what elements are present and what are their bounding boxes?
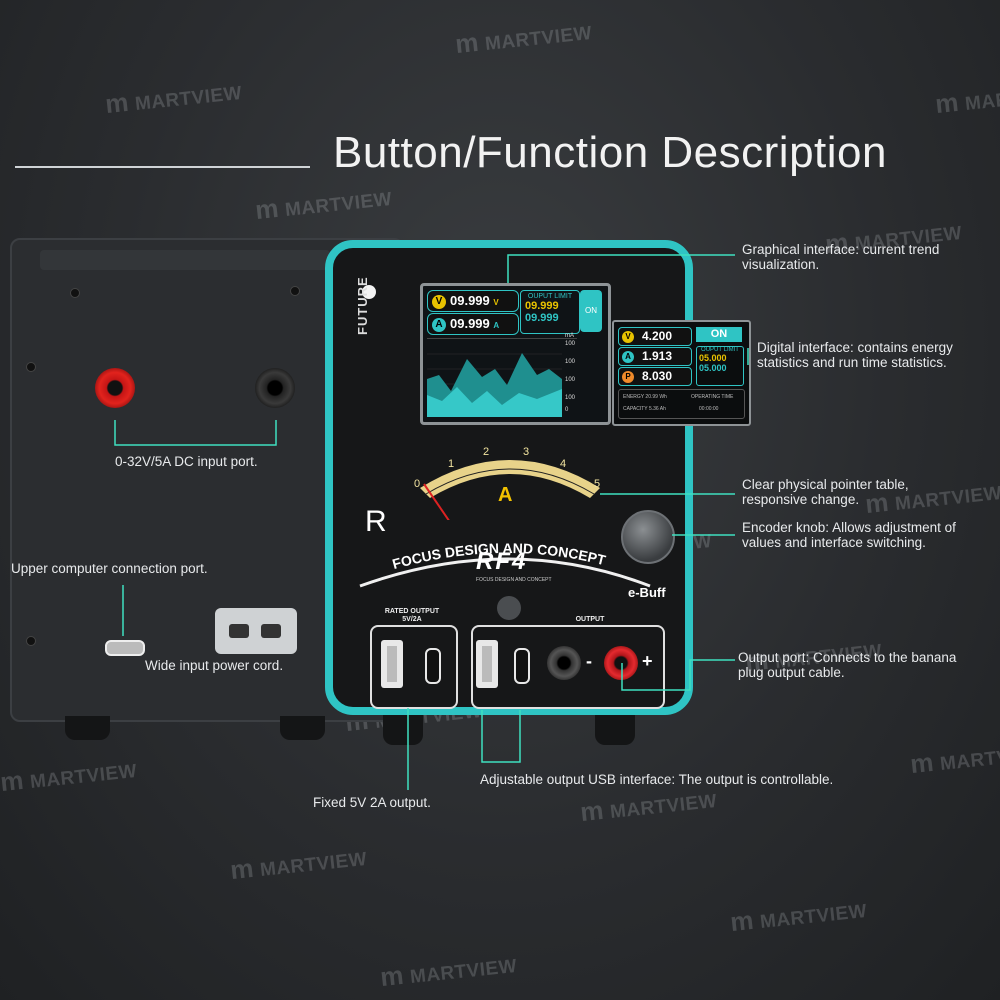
screw bbox=[70, 288, 80, 298]
output-label: OUTPUT bbox=[575, 616, 605, 623]
rear-panel-top-strip bbox=[40, 250, 330, 270]
adjustable-usba-port[interactable] bbox=[476, 640, 498, 688]
plus-sign: + bbox=[642, 651, 653, 671]
digital-energy-stats: ENERGY 20.99 Wh CAPACITY 5.36 Ah OPERATI… bbox=[618, 389, 745, 419]
indicator-dot bbox=[362, 285, 376, 299]
rated-output-box bbox=[370, 625, 458, 709]
series-label: e-Buff bbox=[628, 585, 666, 600]
current-icon: A bbox=[622, 350, 634, 363]
pointer-gauge: 0 1 2 3 4 5 A bbox=[410, 440, 610, 520]
screen-output-limit: OUPUT LIMIT 09.999 09.999 bbox=[520, 290, 580, 334]
screw bbox=[26, 362, 36, 372]
fixed-usba-port[interactable] bbox=[381, 640, 403, 688]
front-foot bbox=[595, 715, 635, 745]
screen-on-button[interactable]: ON bbox=[580, 290, 602, 332]
callout-power-cord: Wide input power cord. bbox=[145, 658, 284, 673]
output-positive-terminal[interactable] bbox=[604, 646, 638, 680]
dc-input-positive-jack[interactable] bbox=[95, 368, 135, 408]
screw bbox=[26, 636, 36, 646]
callout-usb-adjustable: Adjustable output USB interface: The out… bbox=[480, 772, 834, 787]
title-rule bbox=[15, 166, 310, 168]
current-trend-graph: mA 100 100 100 100 0 bbox=[427, 333, 577, 417]
dc-input-negative-jack[interactable] bbox=[255, 368, 295, 408]
callout-pointer-table: Clear physical pointer table, responsive… bbox=[742, 477, 909, 507]
model-subtitle: FOCUS DESIGN AND CONCEPT bbox=[476, 577, 552, 583]
page-title: Button/Function Description bbox=[332, 128, 887, 177]
digital-on-button[interactable]: ON bbox=[696, 327, 742, 342]
callout-output-port: Output port: Connects to the banana plug… bbox=[738, 650, 957, 680]
digital-output-limit: OUPUT LIMIT 05.000 05.000 bbox=[696, 346, 744, 386]
model-name: RF4 bbox=[476, 548, 528, 575]
rear-foot bbox=[280, 716, 325, 740]
minus-sign: - bbox=[586, 651, 592, 671]
front-panel bbox=[325, 240, 693, 715]
callout-upper-computer: Upper computer connection port. bbox=[11, 561, 208, 576]
brand-r-logo: R bbox=[365, 505, 387, 538]
callout-dc-input: 0-32V/5A DC input port. bbox=[115, 454, 258, 469]
adjustable-usbc-port[interactable] bbox=[514, 648, 530, 684]
callout-fixed-5v: Fixed 5V 2A output. bbox=[313, 795, 431, 810]
encoder-knob[interactable] bbox=[621, 510, 675, 564]
callout-encoder-knob: Encoder knob: Allows adjustment of value… bbox=[742, 520, 956, 550]
output-negative-terminal[interactable] bbox=[547, 646, 581, 680]
voltage-icon: V bbox=[432, 294, 446, 309]
front-foot bbox=[383, 715, 423, 745]
fixed-usbc-port[interactable] bbox=[425, 648, 441, 684]
output-box bbox=[471, 625, 665, 709]
callout-digital-interface: Digital interface: contains energy stati… bbox=[757, 340, 953, 370]
callout-graphical-interface: Graphical interface: current trend visua… bbox=[742, 242, 940, 272]
button-dot[interactable] bbox=[497, 596, 521, 620]
power-icon: P bbox=[622, 370, 634, 383]
power-cord-inlet[interactable] bbox=[215, 608, 297, 654]
screw bbox=[290, 286, 300, 296]
rear-foot bbox=[65, 716, 110, 740]
rated-output-label: RATED OUTPUT 5V/2A bbox=[384, 608, 440, 623]
arc-band: FOCUS DESIGN AND CONCEPT bbox=[359, 540, 651, 588]
voltage-icon: V bbox=[622, 330, 634, 343]
current-icon: A bbox=[432, 317, 446, 332]
upper-computer-usbc-port[interactable] bbox=[105, 640, 145, 656]
